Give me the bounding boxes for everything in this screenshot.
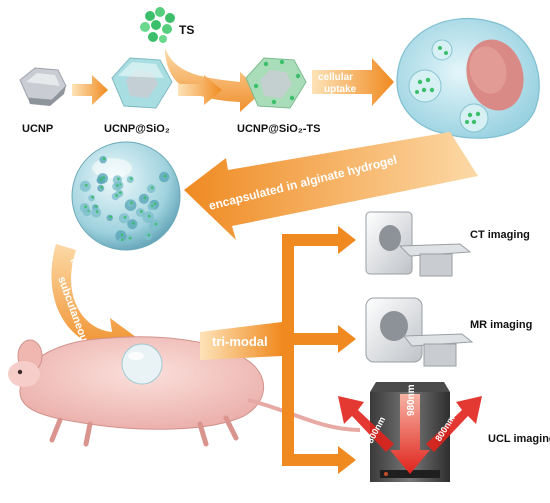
encapsulated-cell [96, 177, 104, 184]
encapsulated-cell [97, 184, 105, 192]
ct-scanner-icon [365, 211, 472, 277]
arrow-sio2-to-ts [178, 75, 222, 105]
encapsulated-cell [91, 207, 102, 218]
ts-dot [84, 205, 87, 208]
encapsulated-cell [146, 184, 156, 193]
ts-dot [115, 194, 118, 197]
ts-dot [140, 210, 143, 213]
emission-arrow-left [338, 396, 394, 452]
ts-dot [130, 177, 133, 180]
mr-scanner-icon [365, 297, 474, 367]
encapsulated-cell [118, 213, 130, 224]
ts-dot [102, 176, 105, 179]
emission-arrow-right [426, 396, 482, 452]
ct-label: CT imaging [470, 229, 530, 241]
arrow-ucnp-to-sio2 [72, 75, 108, 105]
encapsulated-cell [147, 203, 155, 211]
encapsulated-cell [127, 200, 134, 207]
encapsulated-cell [149, 219, 161, 231]
ts-dot [121, 238, 124, 241]
ucnp-crystal-icon [19, 67, 67, 106]
ucl-label: UCL imaging [488, 433, 550, 445]
ts-dot [95, 210, 99, 213]
encapsulated-cell [142, 211, 155, 224]
encapsulated-cell [111, 192, 120, 201]
ts-dot [123, 216, 127, 219]
ts-dot [163, 174, 167, 178]
encapsulated-cell [138, 193, 149, 204]
encapsulated-cell [126, 176, 134, 183]
encapsulated-cell [106, 214, 114, 221]
mouse-icon [8, 336, 361, 447]
encapsulated-cell [143, 231, 153, 241]
encapsulated-cell [79, 202, 90, 213]
implanted-arrow [51, 244, 140, 362]
ts-dot [84, 184, 88, 187]
ts-dot [102, 157, 106, 160]
ts-dot [150, 186, 154, 189]
uptake-label: uptake [324, 84, 357, 95]
ts-dot [109, 215, 113, 219]
ts-molecules-icon [140, 7, 175, 43]
encapsulated-cell [124, 234, 134, 244]
tri-modal-arrow [200, 226, 356, 474]
ts-merge-arrow [165, 48, 262, 112]
cellular-label: cellular [318, 72, 353, 83]
ts-label: TS [179, 23, 194, 37]
sio2-coated-crystal-icon [111, 57, 173, 109]
ts-dot [119, 191, 122, 194]
ts-dot [120, 233, 124, 237]
mr-label: MR imaging [470, 319, 532, 331]
ts-dot [147, 233, 151, 237]
ts-dot [128, 236, 132, 240]
ts-dot [153, 202, 157, 205]
encapsulated-cell [159, 171, 170, 183]
encapsulated-cell [112, 182, 121, 191]
ts-dot [154, 222, 158, 226]
ts-dot [147, 214, 151, 218]
encapsulated-cell [99, 156, 107, 164]
ts-dot [116, 184, 119, 187]
excitation-arrow [390, 394, 430, 474]
ucnp-sio2-ts-label: UCNP@SiO₂-TS [237, 123, 320, 135]
cellular-uptake-arrow [312, 58, 394, 106]
ts-dot [117, 177, 120, 181]
ts-loaded-crystal-icon [245, 57, 307, 109]
encapsulated-cell [88, 194, 95, 202]
encapsulated-cell [112, 175, 123, 185]
encapsulated-cell [135, 208, 145, 217]
ts-dot [100, 186, 103, 189]
ts-dot [95, 205, 98, 208]
ts-dot [143, 196, 147, 200]
ts-dot [150, 204, 154, 208]
encapsulated-cell [115, 230, 127, 242]
ts-dot [132, 221, 135, 225]
cell-icon [396, 18, 540, 139]
ucnp-sio2-label: UCNP@SiO₂ [104, 123, 170, 135]
encapsulated-arrow [184, 132, 478, 240]
ts-dot [99, 178, 103, 181]
encapsulated-cell [118, 237, 125, 244]
tri-modal-label: tri-modal [212, 334, 268, 349]
hydrogel-cells [79, 156, 170, 244]
ucnp-label: UCNP [22, 123, 53, 135]
ts-dot [130, 201, 133, 205]
nm980-label: 980nm [406, 384, 417, 416]
encapsulated-cell [79, 180, 91, 192]
ts-dot [91, 195, 94, 199]
encapsulated-cell [127, 219, 138, 230]
